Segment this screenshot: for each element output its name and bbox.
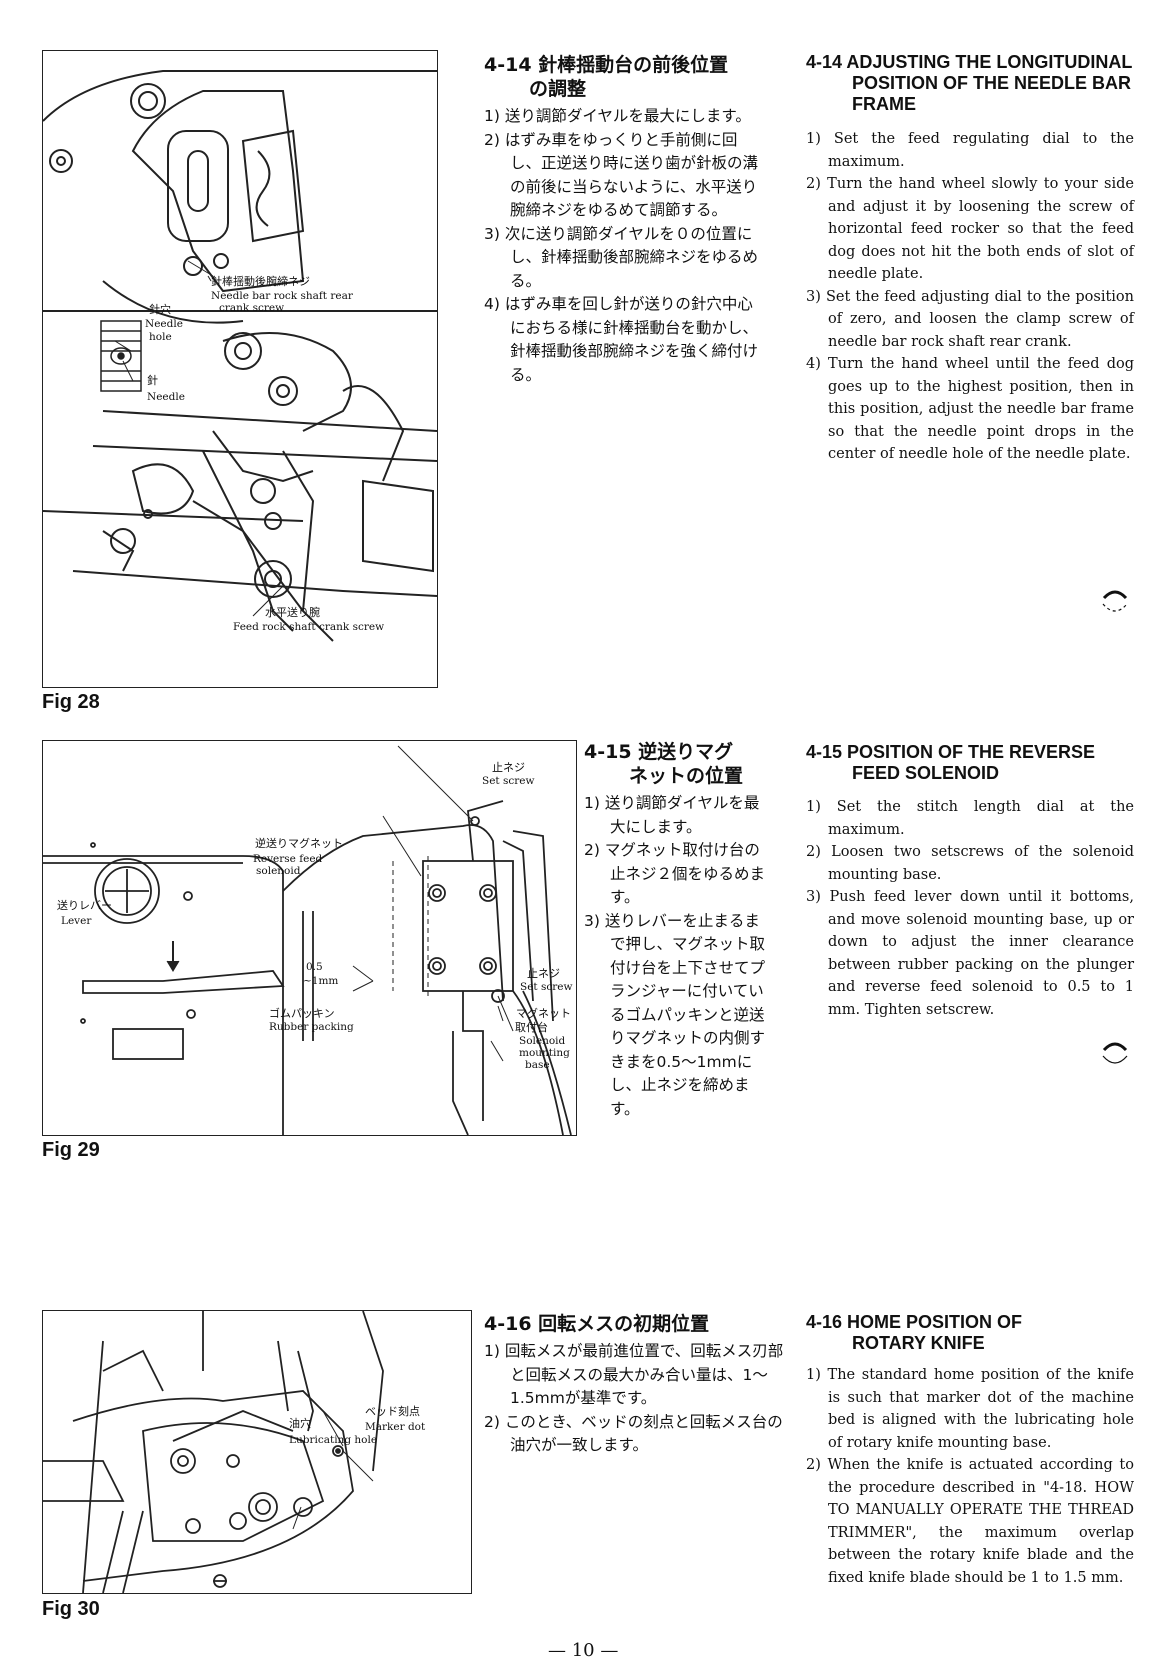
section-4-15-en-title: 4-15 POSITION OF THE REVERSE FEED SOLENO… <box>806 742 1136 784</box>
callout-gap-value: 0.5 <box>306 961 323 973</box>
section-4-16-en-title-line2: ROTARY KNIFE <box>852 1333 985 1353</box>
callout-marker-dot-en: Marker dot <box>365 1421 426 1433</box>
callout-set-screw-bottom-jp: 止ネジ <box>527 967 560 980</box>
callout-lubricating-hole-jp: 油穴 <box>289 1417 311 1430</box>
list-item: 3) 送りレバーを止まるまで押し、マグネット取付け台を上下させてプランジャーに付… <box>584 911 766 1118</box>
figure-28-illustration: 針棒揺動後腕締ネジ Needle bar rock shaft rear cra… <box>42 50 438 688</box>
list-item: 3) Push feed lever down until it bottoms… <box>806 889 1134 1018</box>
section-4-14-jp-steps: 1) 送り調節ダイヤルを最大にします。 2) はずみ車をゆっくりと手前側に回し、… <box>484 105 764 387</box>
callout-needle-hole-en-1: Needle <box>145 318 183 330</box>
callout-needle-jp: 針 <box>147 374 158 387</box>
list-item: 2) Loosen two setscrews of the solenoid … <box>806 844 1134 883</box>
section-4-14-en-title-line2: POSITION OF THE NEEDLE BAR <box>852 73 1132 93</box>
section-4-15-en-title-line2: FEED SOLENOID <box>852 763 1000 783</box>
callout-rubber-packing-en: Rubber packing <box>269 1021 354 1033</box>
callout-feed-rock-en: Feed rock shaft crank screw <box>233 621 385 633</box>
callout-lubricating-hole-en: Lubricating hole <box>289 1434 378 1446</box>
section-4-16-jp-title-line1: 4-16 回転メスの初期位置 <box>484 1313 710 1335</box>
section-4-16-jp-title: 4-16 回転メスの初期位置 <box>484 1312 784 1336</box>
list-item: 1) 送り調節ダイヤルを最大にします。 <box>584 794 760 836</box>
callout-gap-range: ~1mm <box>303 975 339 987</box>
callout-lever-en: Lever <box>61 915 92 927</box>
callout-mounting-base-jp-1: マグネット <box>516 1007 571 1020</box>
figure-30-illustration: ベッド刻点 Marker dot 油穴 Lubricating hole <box>42 1310 472 1594</box>
section-4-14-jp-title-line2: の調整 <box>529 78 587 100</box>
section-4-14-jp-title: 4-14 針棒揺動台の前後位置 の調整 <box>484 53 754 101</box>
figure-29-label: Fig 29 <box>42 1139 100 1161</box>
reverse-feed-solenoid-drawing <box>43 745 572 1135</box>
callout-rock-shaft-jp: 針棒揺動後腕締ネジ <box>211 275 310 288</box>
caution-mark-icon <box>1102 590 1128 612</box>
section-4-15-jp-title-line2: ネットの位置 <box>629 765 744 787</box>
list-item: 2) Turn the hand wheel slowly to your si… <box>806 176 1134 282</box>
needle-bar-mechanism-drawing <box>43 70 437 642</box>
section-4-15-jp-title-line1: 4-15 逆送りマグ <box>584 741 734 763</box>
section-4-15-jp-steps: 1) 送り調節ダイヤルを最大にします。 2) マグネット取付け台の止ネジ２個をゆ… <box>584 792 772 1121</box>
callout-feed-rock-jp: 水平送り腕 <box>265 606 320 619</box>
section-4-14-jp-title-line1: 4-14 針棒揺動台の前後位置 <box>484 54 729 76</box>
callout-reverse-solenoid-en-1: Reverse feed <box>253 853 323 865</box>
list-item: 4) Turn the hand wheel until the feed do… <box>806 356 1134 462</box>
section-4-14-en-title-line1: 4-14 ADJUSTING THE LONGITUDINAL <box>806 52 1133 72</box>
callout-marker-dot-jp: ベッド刻点 <box>365 1405 420 1418</box>
list-item: 1) Set the stitch length dial at the max… <box>806 799 1134 838</box>
callout-rock-shaft-en: Needle bar rock shaft rear <box>211 290 353 302</box>
callout-reverse-solenoid-jp: 逆送りマグネット <box>255 837 343 850</box>
rotary-knife-drawing <box>43 1311 384 1593</box>
list-item: 2) はずみ車をゆっくりと手前側に回し、正逆送り時に送り歯が針板の溝の前後に当ら… <box>484 130 759 220</box>
section-4-15-en-steps: 1) Set the stitch length dial at the max… <box>806 796 1134 1021</box>
callout-mounting-base-en-1: Solenoid <box>519 1035 566 1047</box>
section-4-14-en-title-line3: FRAME <box>852 94 916 114</box>
callout-lever-jp: 送りレバー <box>57 899 112 912</box>
list-item: 2) When the knife is actuated according … <box>806 1457 1134 1586</box>
list-item: 1) Set the feed regulating dial to the m… <box>806 131 1134 170</box>
section-4-15-jp-title: 4-15 逆送りマグ ネットの位置 <box>584 740 784 788</box>
callout-rock-shaft-en-2: crank screw <box>219 302 285 314</box>
section-4-15-en-title-line1: 4-15 POSITION OF THE REVERSE <box>806 742 1096 762</box>
list-item: 2) マグネット取付け台の止ネジ２個をゆるめます。 <box>584 841 766 906</box>
figure-28-label: Fig 28 <box>42 691 100 713</box>
callout-set-screw-bottom-en: Set screw <box>520 981 573 993</box>
section-4-14-en-title: 4-14 ADJUSTING THE LONGITUDINAL POSITION… <box>806 52 1136 115</box>
callout-set-screw-top-en: Set screw <box>482 775 535 787</box>
page-number: — 10 — <box>548 1640 619 1661</box>
caution-mark-icon <box>1102 1042 1128 1064</box>
figure-30-label: Fig 30 <box>42 1598 100 1620</box>
list-item: 1) 送り調節ダイヤルを最大にします。 <box>484 107 751 125</box>
section-4-16-en-title: 4-16 HOME POSITION OF ROTARY KNIFE <box>806 1312 1136 1354</box>
callout-rubber-packing-jp: ゴムパッキン <box>269 1007 335 1020</box>
section-4-16-en-steps: 1) The standard home position of the kni… <box>806 1364 1134 1589</box>
section-4-14-en-steps: 1) Set the feed regulating dial to the m… <box>806 128 1134 466</box>
callout-needle-en: Needle <box>147 391 185 403</box>
list-item: 4) はずみ車を回し針が送りの針穴中心におちる様に針棒揺動台を動かし、針棒揺動後… <box>484 295 759 384</box>
callout-mounting-base-jp-2: 取付台 <box>515 1021 548 1034</box>
callout-needle-hole-en-2: hole <box>149 331 172 343</box>
figure-29-illustration: 止ネジ Set screw 逆送りマグネット Reverse feed sole… <box>42 740 577 1136</box>
list-item: 3) Set the feed adjusting dial to the po… <box>806 288 1134 350</box>
list-item: 1) 回転メスが最前進位置で、回転メス刃部と回転メスの最大かみ合い量は、1～1.… <box>484 1342 784 1407</box>
callout-reverse-solenoid-en-2: solenoid <box>256 865 301 877</box>
section-4-16-en-title-line1: 4-16 HOME POSITION OF <box>806 1312 1023 1332</box>
callout-mounting-base-en-2: mounting <box>519 1047 570 1059</box>
list-item: 2) このとき、ベッドの刻点と回転メス台の油穴が一致します。 <box>484 1412 783 1455</box>
list-item: 3) 次に送り調節ダイヤルを０の位置にし、針棒揺動後部腕締ネジをゆるめる。 <box>484 224 759 290</box>
callout-set-screw-top-jp: 止ネジ <box>492 761 525 774</box>
list-item: 1) The standard home position of the kni… <box>806 1367 1134 1451</box>
callout-needle-hole-jp: 針穴 <box>149 303 171 316</box>
section-4-16-jp-steps: 1) 回転メスが最前進位置で、回転メス刃部と回転メスの最大かみ合い量は、1～1.… <box>484 1340 784 1458</box>
callout-mounting-base-en-3: base <box>525 1059 550 1071</box>
